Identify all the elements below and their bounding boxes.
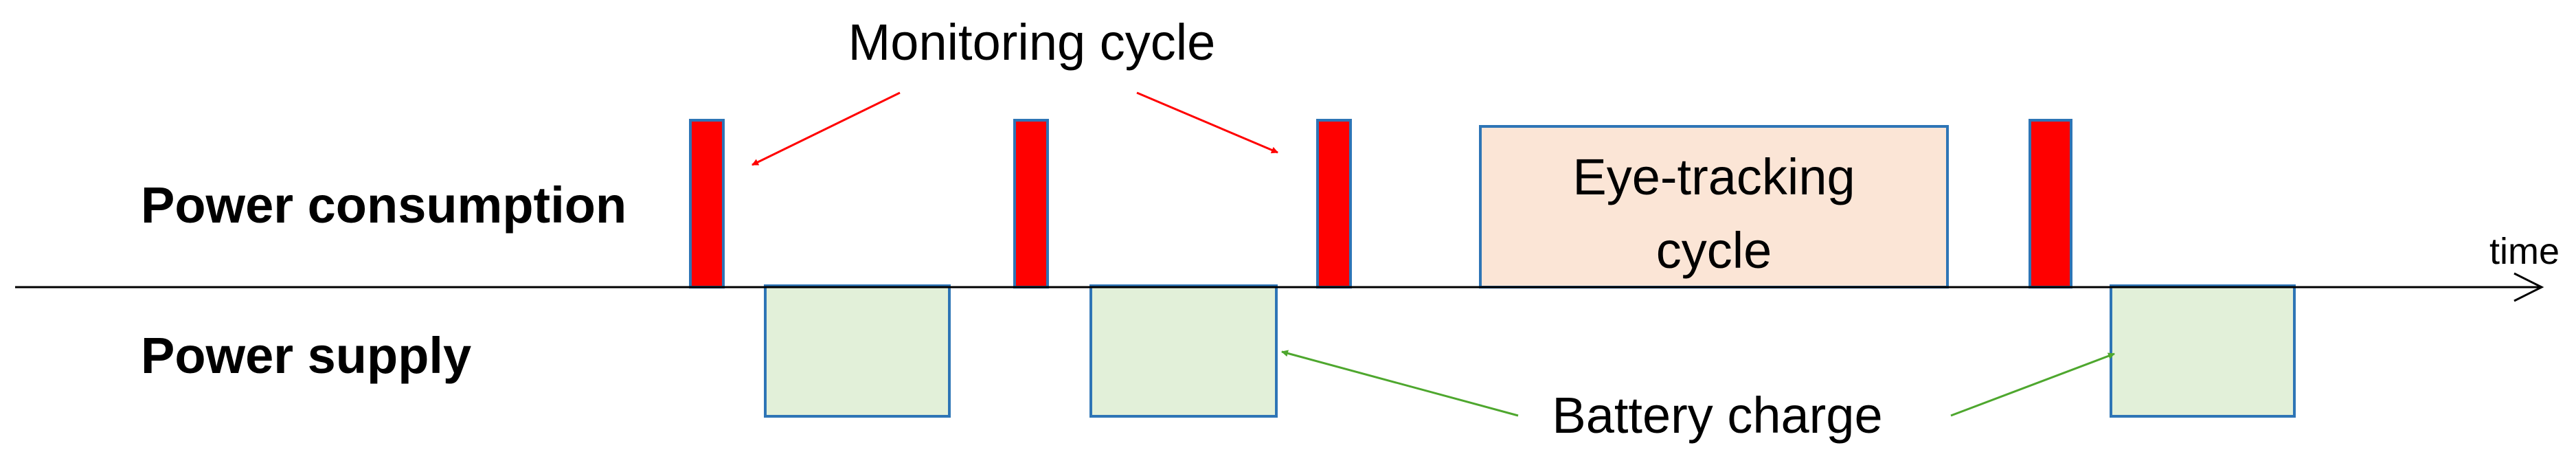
- battery-charge-arrow-left: [1281, 350, 1519, 417]
- battery-charge-block-1: [764, 284, 951, 418]
- monitoring-pulse-1: [689, 119, 725, 289]
- monitoring-cycle-label: Monitoring cycle: [848, 14, 1216, 71]
- eye-tracking-label-line1: Eye-tracking: [1572, 148, 1855, 205]
- time-axis-arrowhead: [2513, 272, 2544, 302]
- battery-charge-block-2: [1089, 284, 1278, 418]
- monitoring-cycle-arrow-right: [1136, 91, 1278, 154]
- eye-tracking-label-line2: cycle: [1656, 222, 1772, 279]
- eye-tracking-cycle-block: [1479, 125, 1949, 289]
- power-consumption-label: Power consumption: [141, 177, 626, 234]
- monitoring-pulse-3: [1316, 119, 1352, 289]
- monitoring-pulse-4: [2029, 119, 2072, 289]
- monitoring-cycle-arrow-left: [752, 91, 901, 166]
- time-axis-label: time: [2489, 231, 2560, 272]
- battery-charge-block-3: [2110, 284, 2296, 418]
- power-supply-label: Power supply: [141, 327, 471, 384]
- monitoring-pulse-2: [1013, 119, 1049, 289]
- battery-charge-label: Battery charge: [1552, 387, 1882, 444]
- battery-charge-arrow-right: [1950, 352, 2115, 417]
